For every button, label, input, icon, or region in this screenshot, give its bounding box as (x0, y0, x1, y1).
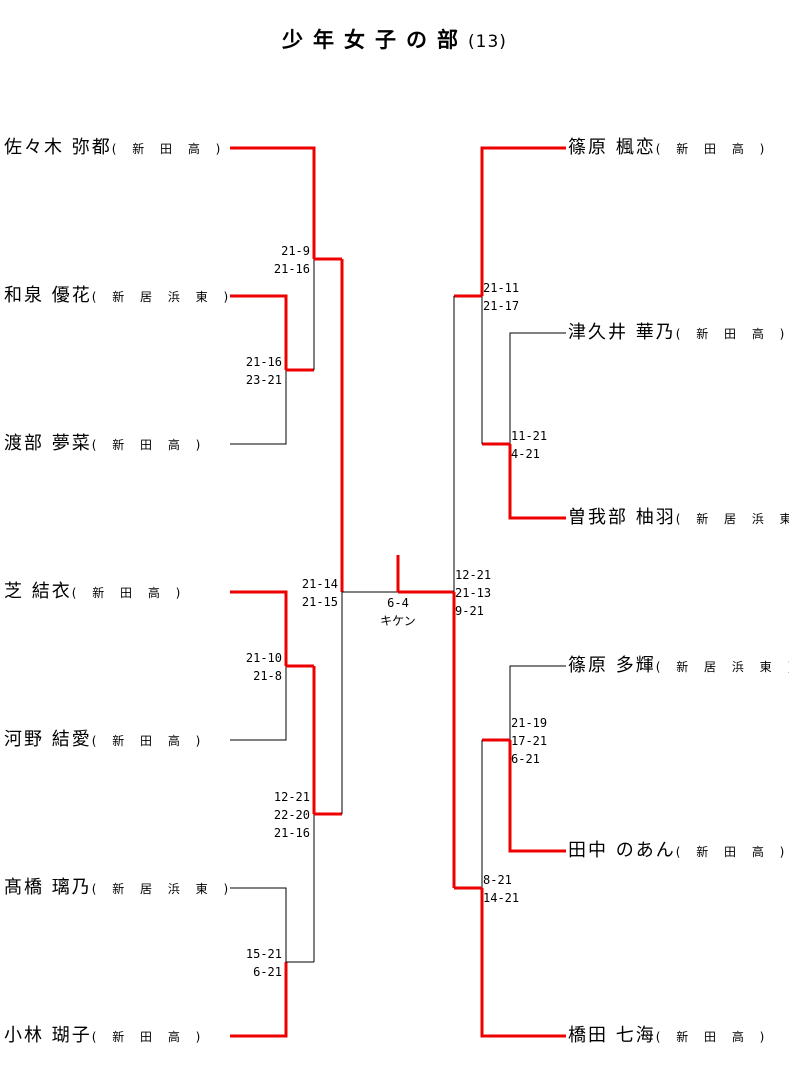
player-left-1: 佐々木 弥都( 新 田 高 ) (4, 136, 226, 160)
player-school: ( 新 居 浜 東 ) (655, 660, 789, 674)
player-school: ( 新 田 高 ) (91, 1030, 207, 1044)
player-right-1: 篠原 楓恋( 新 田 高 ) (568, 136, 770, 160)
player-left-3: 渡部 夢菜( 新 田 高 ) (4, 432, 206, 456)
player-name: 芝 結衣 (4, 581, 72, 602)
score-left-r1-shiba-kawano: 21-10 21-8 (245, 651, 282, 683)
line-kobayashi (230, 962, 288, 1038)
line-sogabe (508, 444, 566, 520)
player-name: 渡部 夢菜 (4, 433, 92, 454)
line-watabe (230, 370, 287, 445)
player-school: ( 新 田 高 ) (91, 734, 207, 748)
player-school: ( 新 田 高 ) (91, 438, 207, 452)
title-text: 少年女子の部 (282, 28, 469, 52)
player-left-2: 和泉 優花( 新 居 浜 東 ) (4, 284, 234, 308)
player-name: 田中 のあん (568, 840, 676, 861)
player-right-3: 曽我部 柚羽( 新 居 浜 東 ) (568, 506, 789, 530)
player-name: 河野 結愛 (4, 729, 92, 750)
player-left-5: 河野 結愛( 新 田 高 ) (4, 728, 206, 752)
line-izumi (230, 294, 288, 370)
player-school: ( 新 田 高 ) (71, 586, 187, 600)
score-final: 6-4 キケン (380, 596, 416, 628)
player-school: ( 新 居 浜 東 ) (675, 512, 789, 526)
player-right-4: 篠原 多輝( 新 居 浜 東 ) (568, 654, 789, 678)
player-name: 曽我部 柚羽 (568, 507, 676, 528)
player-school: ( 新 田 高 ) (655, 1030, 771, 1044)
player-school: ( 新 田 高 ) (655, 142, 771, 156)
player-left-4: 芝 結衣( 新 田 高 ) (4, 580, 186, 604)
page-title: 少年女子の部(13) (0, 24, 789, 54)
score-left-semifinal: 21-14 21-15 (301, 577, 338, 609)
player-name: 小林 瑚子 (4, 1025, 92, 1046)
player-name: 篠原 多輝 (568, 655, 656, 676)
player-name: 篠原 楓恋 (568, 137, 656, 158)
player-name: 橋田 七海 (568, 1025, 656, 1046)
player-right-2: 津久井 華乃( 新 田 高 ) (568, 321, 789, 345)
line-shiba (230, 590, 288, 666)
player-left-6: 髙橋 璃乃( 新 居 浜 東 ) (4, 876, 234, 900)
entry-count: (13) (468, 32, 507, 52)
score-right-r1-tsukui-sogabe: 11-21 4-21 (511, 429, 548, 461)
player-school: ( 新 居 浜 東 ) (91, 290, 235, 304)
player-school: ( 新 田 高 ) (675, 845, 789, 859)
line-kawano (230, 666, 287, 741)
score-left-r1-izumi-watabe: 21-16 23-21 (245, 355, 282, 387)
line-tsukui (509, 332, 566, 444)
player-name: 津久井 華乃 (568, 322, 676, 343)
player-left-7: 小林 瑚子( 新 田 高 ) (4, 1024, 206, 1048)
player-school: ( 新 田 高 ) (111, 142, 227, 156)
player-school: ( 新 居 浜 東 ) (91, 882, 235, 896)
score-right-r2-top: 21-11 21-17 (483, 281, 520, 313)
score-right-semifinal: 12-21 21-13 9-21 (455, 568, 492, 618)
line-hashida (480, 888, 566, 1038)
score-left-r1-takahashi-kobayashi: 15-21 6-21 (245, 947, 282, 979)
line-shinohara-t (509, 665, 566, 740)
player-school: ( 新 田 高 ) (675, 327, 789, 341)
score-right-r2-bottom: 8-21 14-21 (483, 873, 520, 905)
player-name: 和泉 優花 (4, 285, 92, 306)
score-left-r2-top: 21-9 21-16 (273, 244, 310, 276)
player-name: 髙橋 璃乃 (4, 877, 92, 898)
line-shinohara-k (480, 146, 566, 296)
player-right-6: 橋田 七海( 新 田 高 ) (568, 1024, 770, 1048)
score-left-r2-bottom: 12-21 22-20 21-16 (273, 790, 310, 840)
line-tanaka (508, 740, 566, 853)
player-name: 佐々木 弥都 (4, 137, 112, 158)
score-right-r1-shinohara-tanaka: 21-19 17-21 6-21 (511, 716, 548, 766)
player-right-5: 田中 のあん( 新 田 高 ) (568, 839, 789, 863)
line-takahashi (230, 887, 287, 962)
line-sasaki (230, 146, 316, 259)
